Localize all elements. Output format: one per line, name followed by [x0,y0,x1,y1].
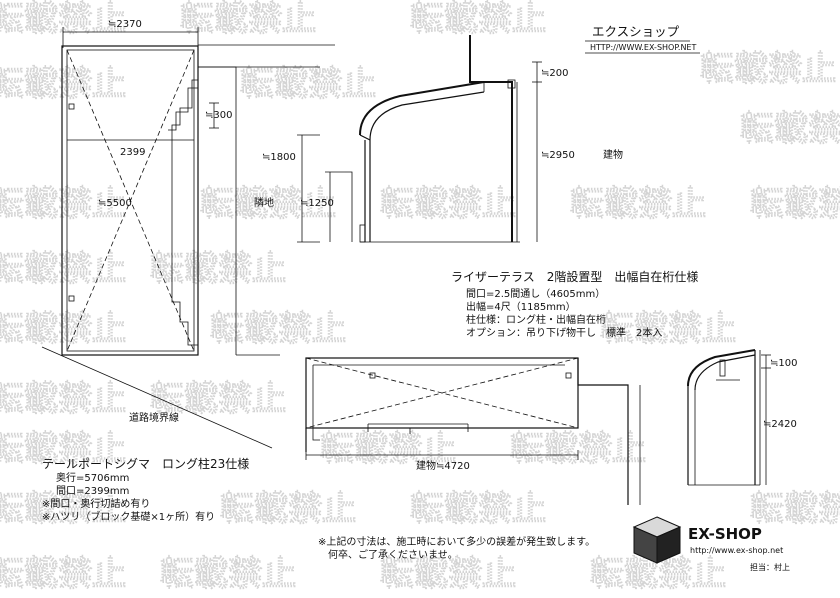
offset-label: ≒300 [205,110,232,121]
watermark-text: 転載禁止 [0,554,126,594]
watermark-text: 転載禁止 [380,184,516,224]
inner-width-label: 2399 [120,147,145,158]
post-marker [68,295,75,302]
watermark-text: 転載禁止 [0,489,126,529]
side-top-label: ≒100 [770,358,797,369]
neighbor-label: 隣地 [254,196,274,209]
terrace-spec-block: ライザーテラス 2階設置型 出幅自在桁仕様 間口=2.5間通し（4605mm） … [451,269,698,339]
carport-spec-title: テールポートシグマ ロング柱23仕様 [42,456,249,471]
carport-spec-line: 奥行=5706mm [56,471,129,484]
post-marker [68,103,75,110]
exshop-logo: EX-SHOP http://www.ex-shop.net 担当：村上 [632,516,790,572]
terrace-spec-title: ライザーテラス 2階設置型 出幅自在桁仕様 [451,269,698,284]
carport-spec-line: ※間口・奥行切詰め有り [42,497,150,510]
watermark-text: 転載禁止 [410,489,546,529]
watermark-text: 転載禁止 [410,0,546,39]
watermark-text: 転載禁止 [0,429,126,469]
watermark-text: 転載禁止 [210,309,346,349]
terrace-plan-view: 建物≒4720 [305,357,641,505]
watermark-text: 転載禁止 [510,429,646,469]
watermark-text: 転載禁止 [0,184,126,224]
watermark-text: 転載禁止 [380,554,516,594]
logo-text: EX-SHOP [688,525,762,543]
height-label: ≒2950 [541,150,575,161]
building-wall-plan [577,358,629,505]
height1-label: ≒1800 [262,152,296,163]
watermark-text: 転載禁止 [570,184,706,224]
watermark-text: 転載禁止 [0,249,126,289]
terrace-spec-line: オプション：吊り下げ物干し 標準 2本入 [466,326,662,339]
watermark-text: 転載禁止 [750,489,840,529]
terrace-spec-line: 柱仕様：ロング柱・出幅自在桁 [466,313,606,326]
watermark-text: 転載禁止 [700,49,836,89]
staff-label: 担当：村上 [750,562,790,572]
watermark-text: 転載禁止 [320,429,456,469]
height2-label: ≒1250 [300,198,334,209]
building-width-label: 建物≒4720 [416,459,470,472]
neighbor-wall [198,66,237,355]
watermark-text: 転載禁止 [200,184,336,224]
watermark-text: 転載禁止 [150,379,286,419]
road-boundary-line [41,346,273,449]
watermark-text: 転載禁止 [600,309,736,349]
carport-spec-line: ※ハツリ（ブロック基礎×1ヶ所）有り [42,510,215,523]
terrace-spec-line: 間口=2.5間通し（4605mm） [466,288,605,300]
watermark-text: 転載禁止 [0,379,126,419]
watermark-text: 転載禁止 [180,0,316,39]
road-label: 道路境界線 [129,411,179,424]
watermark-text: 転載禁止 [750,184,840,224]
footnote-line-1: ※上記の寸法は、施工時において多少の誤差が発生致します。 [318,535,595,548]
watermark-text: 転載禁止 [740,109,840,149]
carport-spec-line: 間口=2399mm [56,485,129,497]
watermark-text: 転載禁止 [220,489,356,529]
depth-label: ≒5500 [98,198,132,209]
logo-url: http://www.ex-shop.net [690,546,783,555]
watermark-text: 転載禁止 [160,554,296,594]
watermark-text: 転載禁止 [0,64,126,104]
carport-roof-outline [61,45,199,356]
shop-header: エクスショップ HTTP://WWW.EX-SHOP.NET [585,24,700,54]
building-label: 建物 [603,148,623,161]
footnote-line-2: 何卒、ご了承くださいませ。 [328,548,458,561]
terrace-side-view: ≒100 ≒2420 [687,349,797,486]
terrace-roof-outline [305,357,579,429]
terrace-spec-line: 出幅=4尺（1185mm） [466,300,576,313]
footnote-block: ※上記の寸法は、施工時において多少の誤差が発生致します。 何卒、ご了承くださいま… [318,535,595,561]
shop-name: エクスショップ [592,24,680,39]
terrace-section-view: ≒200 ≒2950 建物 ≒1800 ≒1250 [262,35,623,243]
watermark-text: 転載禁止 [150,249,286,289]
terrace-roof [359,81,485,136]
building-wall [469,35,513,242]
carport-spec-block: テールポートシグマ ロング柱23仕様 奥行=5706mm 間口=2399mm ※… [42,456,249,523]
width-dimension-label: ≒2370 [108,19,142,30]
carport-plan-view: ≒2370 2399 ≒5500 ≒300 隣地 道路境界線 [41,19,335,449]
shop-url: HTTP://WWW.EX-SHOP.NET [590,43,696,52]
watermark-text: 転載禁止 [0,309,126,349]
side-height-label: ≒2420 [763,419,797,430]
side-roof [687,349,756,387]
top-offset-label: ≒200 [541,68,568,79]
watermark-text: 転載禁止 [240,64,376,104]
